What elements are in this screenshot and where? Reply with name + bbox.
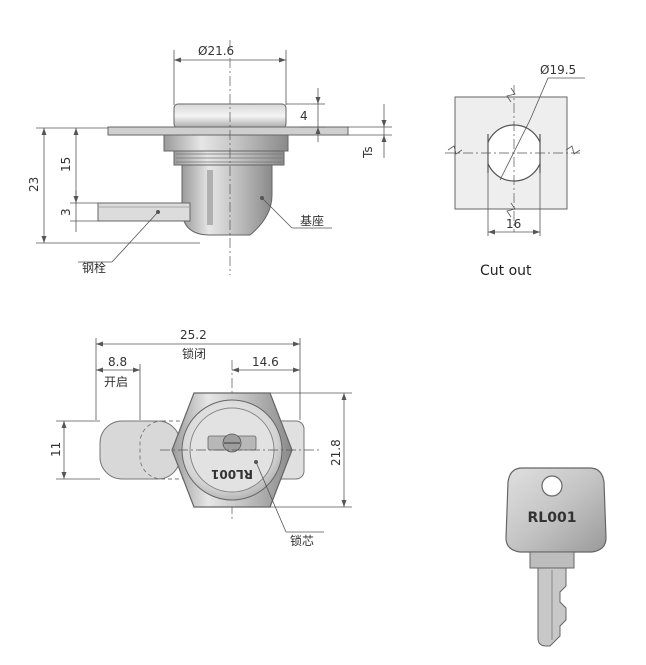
- lock-body: [181, 164, 273, 236]
- key-head: [505, 467, 607, 553]
- label-base: 基座: [300, 213, 324, 228]
- steel-bolt: [97, 202, 191, 222]
- key-illustration: RL001: [505, 467, 607, 647]
- key-ring-hole: [541, 475, 563, 497]
- hex-nut: [163, 134, 289, 152]
- label-open: 开启: [104, 375, 128, 389]
- dim-diameter-side: Ø21.6: [198, 44, 234, 58]
- panel-plate: [107, 126, 349, 136]
- dim-front-width: 11: [49, 442, 63, 457]
- dim-cutout-diameter: Ø19.5: [540, 63, 576, 77]
- label-steel-bolt: 钢栓: [82, 260, 106, 275]
- dim-right: 14.6: [252, 355, 279, 369]
- dim-height-side: 23: [27, 177, 41, 192]
- dim-thread: 15: [59, 157, 73, 172]
- label-core: 锁芯: [290, 533, 314, 548]
- key-engraving: RL001: [528, 510, 577, 526]
- label-locked: 锁闭: [182, 346, 206, 361]
- dim-open: 8.8: [108, 355, 127, 369]
- cylinder-engraving: RL001: [211, 467, 253, 481]
- dim-bolt: 3: [59, 208, 73, 216]
- front-view: 25.2 锁闭 8.8 开启 14.6 RL001: [49, 328, 352, 548]
- dim-top: 4: [300, 109, 308, 123]
- cutout-caption: Cut out: [480, 263, 532, 279]
- side-view: Ø21.6 4 Ts 23: [27, 40, 392, 275]
- dim-front-height: 21.8: [329, 439, 343, 466]
- cutout-view: Ø19.5 16 Cut out: [445, 63, 585, 279]
- dim-ts: Ts: [361, 146, 375, 159]
- dim-total-width: 25.2: [180, 328, 207, 342]
- dim-cutout-flat: 16: [506, 217, 521, 231]
- key-shoulder: [529, 551, 575, 569]
